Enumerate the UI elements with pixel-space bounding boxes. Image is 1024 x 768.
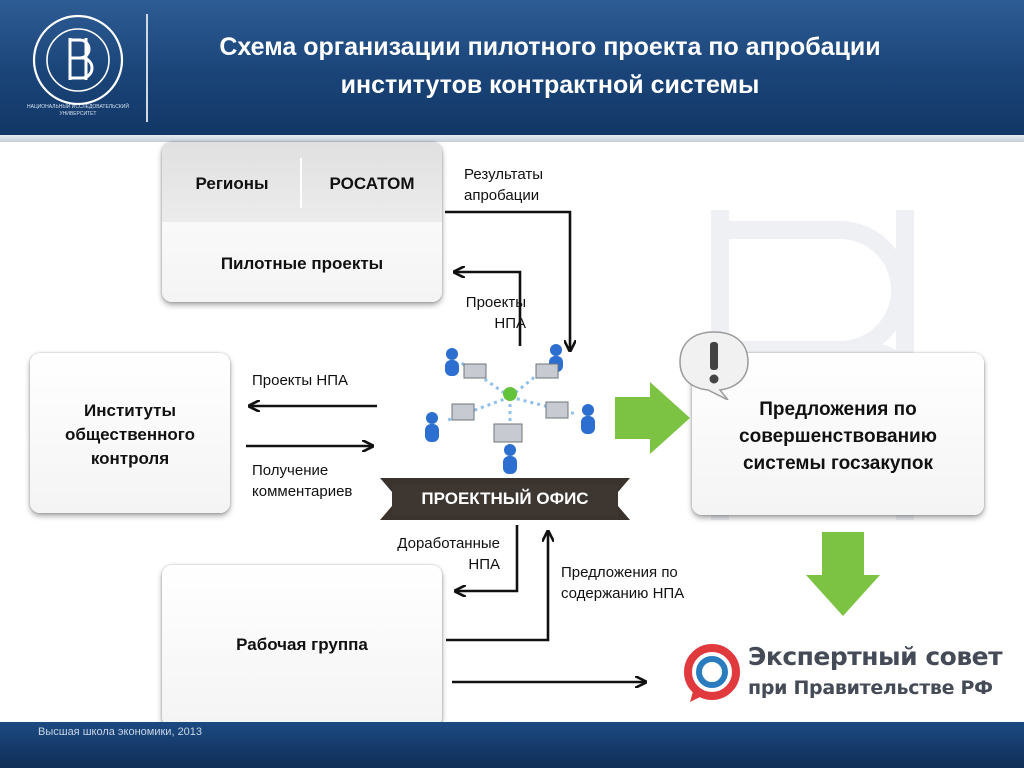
label-receiving-comments: Получение комментариев	[252, 462, 353, 500]
expert-council-logo-icon	[684, 644, 740, 702]
working-group-card: Рабочая группа	[162, 565, 442, 727]
logo-caption: НАЦИОНАЛЬНЫЙ ИССЛЕДОВАТЕЛЬСКИЙ УНИВЕРСИТ…	[27, 104, 129, 117]
expert-council-subtitle: при Правительстве РФ	[748, 677, 993, 699]
header-divider	[146, 14, 148, 122]
project-office-banner	[380, 478, 630, 520]
hse-logo-icon	[32, 14, 124, 106]
footer-bar	[0, 722, 1024, 768]
label-approbation-results: Результаты апробации	[464, 166, 543, 204]
label-content-proposals: Предложения по содержанию НПА	[561, 564, 685, 602]
header-stripe	[0, 135, 1024, 142]
arrow-refined-npa	[456, 525, 519, 591]
expert-council-title: Экспертный совет	[748, 642, 1003, 671]
label-npa-drafts-top: Проекты НПА	[465, 294, 526, 332]
card-divider	[300, 158, 302, 208]
arrow-npa-drafts-top	[455, 272, 522, 346]
label-refined-npa: Доработанные НПА	[397, 535, 500, 573]
label-npa-drafts-left: Проекты НПА	[252, 372, 348, 389]
public-control-card: Институты общественного контроля	[30, 353, 230, 513]
footer-text: Высшая школа экономики, 2013	[38, 726, 203, 738]
rosatom-label: РОСАТОМ	[329, 174, 415, 193]
network-people-icon	[425, 344, 595, 474]
proposals-card: Предложения по совершенствованию системы…	[692, 353, 984, 515]
arrow-content-proposals	[446, 532, 548, 642]
header-bar	[0, 0, 1024, 135]
card-top-band	[162, 142, 442, 222]
working-group-label: Рабочая группа	[236, 635, 368, 654]
pilot-projects-label: Пилотные проекты	[220, 254, 384, 273]
proposals-label: Предложения по совершенствованию системы…	[739, 399, 937, 474]
public-control-label: Институты общественного контроля	[64, 401, 196, 468]
pilot-projects-card: Регионы РОСАТОМ Пилотные проекты	[162, 142, 442, 302]
regions-label: Регионы	[195, 174, 269, 193]
exclamation-icon	[679, 331, 749, 400]
page-title: Схема организации пилотного проекта по а…	[219, 33, 881, 99]
green-arrow-down	[806, 532, 880, 616]
project-office-label: ПРОЕКТНЫЙ ОФИС	[421, 489, 589, 508]
arrow-approbation-results	[445, 210, 570, 350]
green-arrow-right	[615, 382, 690, 454]
